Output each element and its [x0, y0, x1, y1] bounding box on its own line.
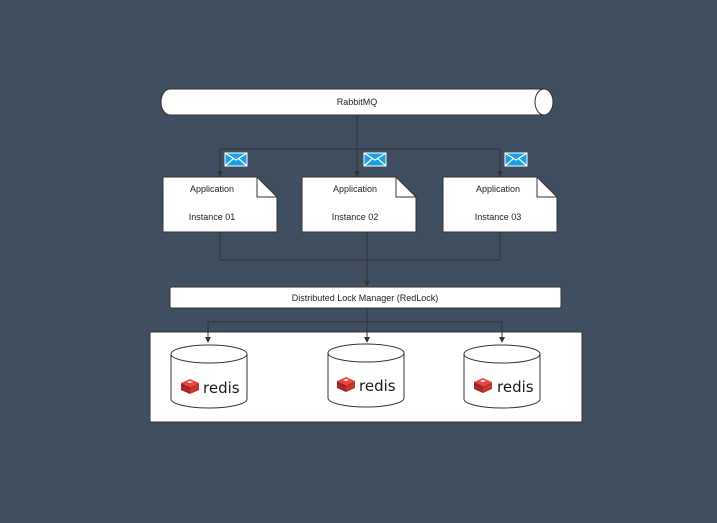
rabbitmq-queue: RabbitMQ: [160, 88, 554, 116]
redis-logo-icon: [337, 377, 355, 392]
application-instance-02: Application Instance 02: [301, 176, 417, 233]
rabbitmq-label: RabbitMQ: [337, 97, 378, 107]
instance-label-line2: Instance 03: [475, 212, 522, 222]
queue-connectors: [217, 115, 503, 177]
redis-node-3: redis: [463, 344, 541, 409]
redis-node-1: redis: [170, 344, 248, 409]
instance-connectors: [219, 232, 501, 287]
instance-label-line2: Instance 02: [332, 212, 379, 222]
redis-label: redis: [497, 378, 534, 396]
lock-manager-label: Distributed Lock Manager (RedLock): [292, 293, 439, 303]
redis-logo-icon: [474, 378, 492, 393]
redis-label: redis: [359, 377, 396, 395]
redis-logo-icon: [181, 379, 199, 394]
application-instance-01: Application Instance 01: [162, 176, 278, 233]
application-instance-03: Application Instance 03: [442, 176, 558, 233]
instance-label-line1: Application: [333, 184, 377, 194]
lock-manager-box: Distributed Lock Manager (RedLock): [169, 286, 562, 309]
instance-label-line2: Instance 01: [189, 212, 236, 222]
redis-node-2: redis: [327, 343, 405, 408]
redis-label: redis: [203, 379, 240, 397]
envelope-icon: [224, 152, 248, 167]
redis-connectors: [205, 308, 505, 343]
instance-label-line1: Application: [476, 184, 520, 194]
envelope-icon: [504, 152, 528, 167]
envelope-icon: [363, 152, 387, 167]
instance-label-line1: Application: [190, 184, 234, 194]
